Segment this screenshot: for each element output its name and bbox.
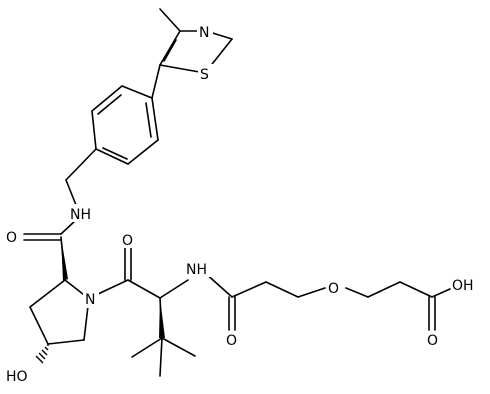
- bond-acid-oh: [431, 288, 451, 298]
- bond-phenyl: [91, 110, 97, 150]
- atom-n-thiazole: N: [199, 25, 209, 41]
- atom-labels: N S NH O O NH N O O OH O HO: [5, 22, 481, 385]
- atom-n-pyrrolidine: N: [85, 292, 95, 308]
- bond-phenyl: [95, 148, 129, 165]
- bond-pyrrolidine: [47, 339, 85, 345]
- bonds: [23, 8, 451, 377]
- wedge-bond-c2: [61, 237, 68, 281]
- hash-bond-c4: [35, 344, 49, 364]
- atom-o-acid: O: [427, 333, 438, 349]
- bond-pyrrolidine: [29, 306, 49, 345]
- bond-benzyl-nh: [65, 179, 77, 206]
- bond-linker: [231, 281, 267, 298]
- bond-linker: [297, 287, 326, 298]
- bond-nh-carbonyl: [60, 219, 77, 235]
- bond-phenyl: [151, 97, 159, 141]
- bond-n-ketone: [97, 279, 129, 295]
- atom-o-amide-left: O: [6, 230, 17, 246]
- wedge-bond-alpha: [159, 298, 165, 338]
- bond-phenyl: [91, 85, 123, 112]
- bond-linker: [345, 287, 369, 298]
- bond-tbu: [159, 337, 163, 377]
- bond-pyrrolidine: [83, 305, 89, 341]
- bond-thiazole: [159, 30, 181, 66]
- bond-linker: [265, 281, 299, 298]
- bond-linker: [367, 281, 401, 298]
- bond-tbu: [131, 337, 163, 358]
- bond-phenyl-inner: [145, 102, 152, 138]
- atom-o-ketone: O: [122, 233, 133, 249]
- atom-nh-amide-top: NH: [70, 207, 91, 223]
- bond-phenyl-inner: [97, 94, 122, 115]
- atom-o-ether: O: [328, 281, 339, 297]
- bond-thiazole: [159, 64, 206, 74]
- bond-linker: [399, 281, 433, 298]
- bond-pyrrolidine: [29, 279, 66, 308]
- bond-phenyl: [121, 85, 153, 99]
- bond-thiazole-phenyl: [151, 64, 161, 99]
- atom-o-amide-linker: O: [226, 333, 237, 349]
- atom-s-thiazole: S: [200, 67, 209, 83]
- bond-phenyl-inner: [102, 147, 128, 160]
- bond-tbu: [161, 337, 196, 357]
- bond-alpha-nh: [159, 279, 189, 299]
- atom-nh-amide-mid: NH: [186, 262, 207, 278]
- bond-benzyl: [65, 148, 97, 181]
- atom-ho-hydroxyl: HO: [6, 369, 28, 385]
- bond-thiazole: [163, 39, 177, 62]
- bond-phenyl: [127, 139, 159, 165]
- bond-methyl-thiazole: [159, 8, 181, 32]
- atom-oh-acid: OH: [452, 278, 474, 294]
- bond-ketone-alpha: [127, 279, 161, 299]
